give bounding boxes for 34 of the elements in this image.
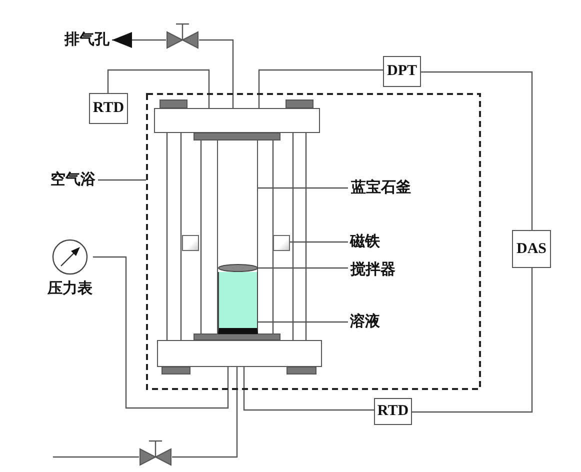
pipe-line — [172, 367, 238, 458]
bath-label: 空气浴 — [48, 170, 98, 190]
instrument-box: RTD — [89, 93, 128, 124]
pipe-line — [107, 69, 210, 108]
part-label: 蓝宝石釜 — [348, 178, 414, 198]
pipe-line — [412, 268, 533, 413]
instrument-box: RTD — [374, 398, 412, 425]
pipe-line — [53, 456, 139, 458]
air-bath-box — [146, 93, 481, 390]
pipe-line — [93, 256, 229, 409]
flange-plate — [157, 340, 322, 367]
flange-plate — [154, 108, 320, 133]
sapphire-tube — [217, 140, 258, 334]
leader-line — [257, 321, 348, 323]
arrow — [112, 32, 166, 48]
pipe-line — [243, 367, 374, 411]
pipe-line — [258, 69, 383, 108]
instrument-box: DAS — [512, 230, 551, 268]
pipe-line — [421, 71, 533, 230]
gauge-label: 压力表 — [47, 279, 93, 299]
part-label: 磁铁 — [348, 232, 382, 252]
magnet-block — [273, 235, 290, 251]
leader-line — [257, 267, 348, 269]
part-label: 溶液 — [348, 312, 382, 332]
leader-line — [290, 241, 348, 243]
vent-label: 排气孔 — [62, 30, 112, 50]
leader-line — [98, 179, 146, 181]
part-label: 搅拌器 — [348, 260, 398, 280]
instrument-box: DPT — [383, 56, 421, 87]
leader-line — [258, 187, 348, 189]
solution-beaker — [218, 272, 258, 334]
magnet-block — [182, 235, 199, 251]
stirrer-disc — [218, 264, 258, 272]
pipe-line — [199, 39, 234, 108]
